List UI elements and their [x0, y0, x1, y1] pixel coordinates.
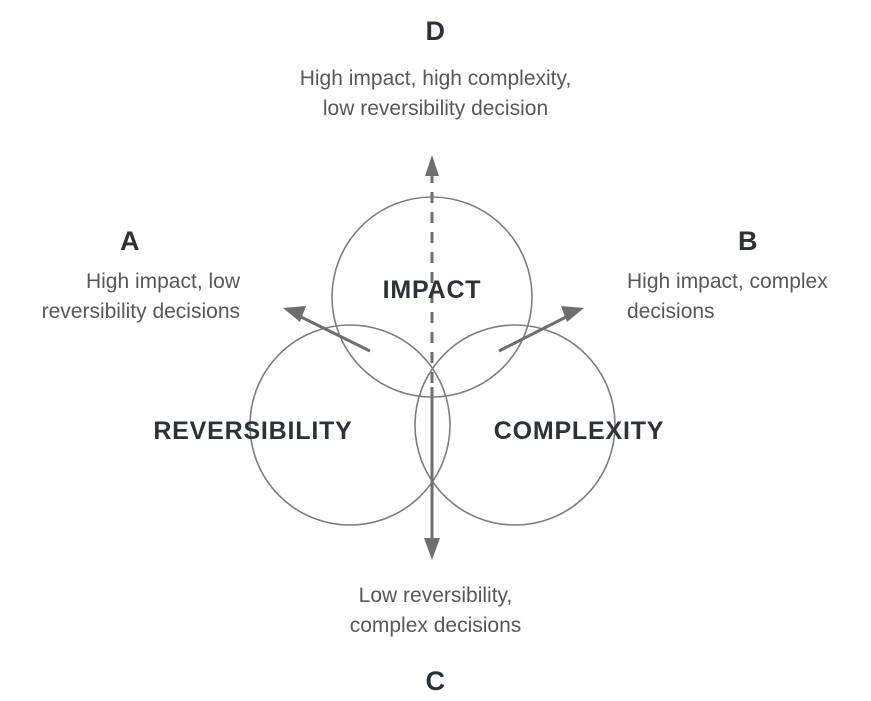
- set-title-complexity: COMPLEXITY: [493, 417, 665, 445]
- region-caption-c: Low reversibility, complex decisions: [349, 584, 522, 637]
- arrow-up-right: [498, 306, 584, 353]
- region-caption-a: High impact, low reversibility decisions: [41, 270, 240, 323]
- arrow-down: [424, 387, 440, 560]
- region-letter-a: A: [120, 226, 140, 256]
- region-letter-d: D: [425, 16, 446, 46]
- set-title-impact: IMPACT: [382, 276, 482, 304]
- arrow-up-dashed: [425, 155, 439, 387]
- region-letter-c: C: [425, 666, 446, 696]
- region-letter-b: B: [738, 226, 758, 256]
- arrowhead-down-icon: [424, 538, 440, 560]
- region-caption-b: High impact, complex decisions: [627, 270, 828, 323]
- arrowhead-up-left-icon: [283, 306, 306, 322]
- circle-complexity: [414, 324, 616, 526]
- region-caption-d: High impact, high complexity, low revers…: [299, 67, 572, 120]
- set-title-reversibility: REVERSIBILITY: [153, 417, 353, 445]
- arrowhead-up-icon: [425, 155, 439, 176]
- arrowhead-up-right-icon: [561, 306, 584, 322]
- arrow-up-left: [283, 306, 371, 353]
- circle-reversibility: [249, 324, 451, 526]
